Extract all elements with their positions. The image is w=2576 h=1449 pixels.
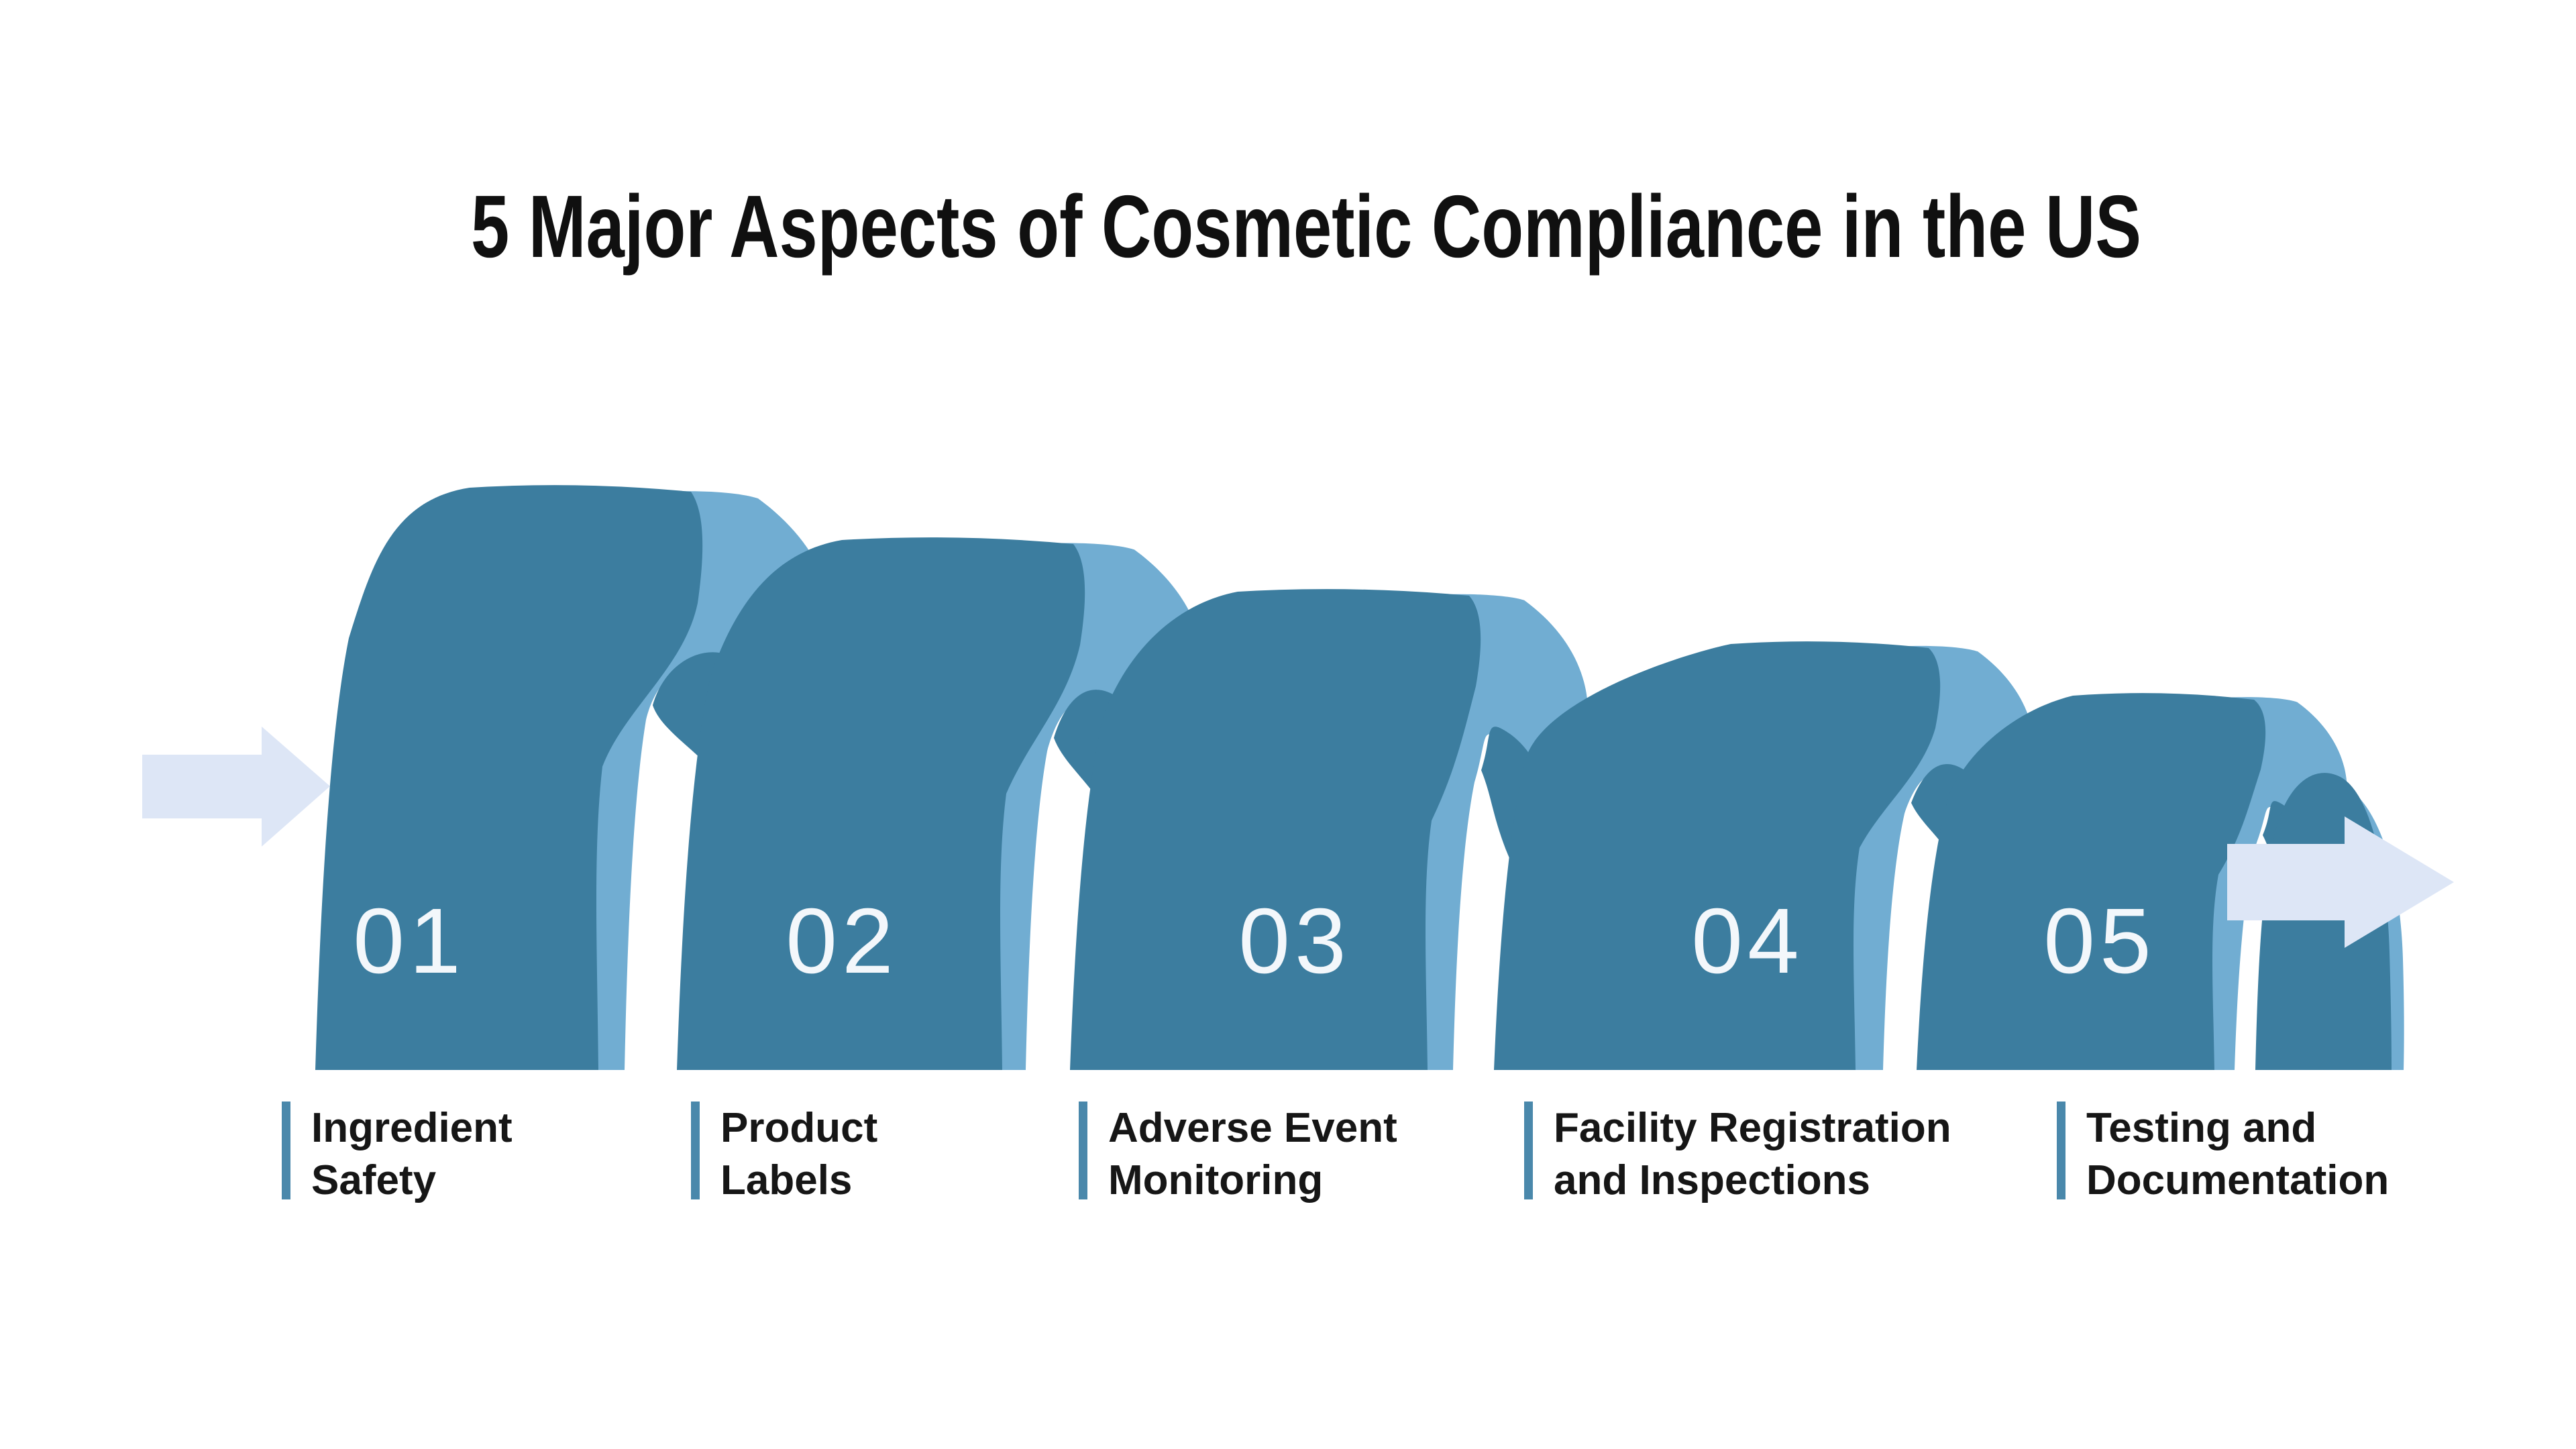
step-number-4: 04 [1691, 890, 1804, 993]
label-line-2: and Inspections [1554, 1157, 1870, 1203]
ribbon-coils [315, 485, 2404, 1070]
arrow-right-icon [142, 727, 330, 847]
label-line-1: Ingredient [311, 1105, 513, 1151]
label-accent-bar [1524, 1102, 1533, 1199]
label-accent-bar [282, 1102, 290, 1199]
step-label-3: Adverse Event Monitoring [1079, 1102, 1397, 1203]
ribbon-arch-face-4 [1494, 641, 1941, 1070]
label-line-2: Monitoring [1108, 1157, 1323, 1203]
step-number-3: 03 [1238, 890, 1351, 993]
ribbon-arch-face-5 [1917, 693, 2266, 1070]
label-accent-bar [1079, 1102, 1087, 1199]
label-line-2: Labels [720, 1157, 852, 1203]
step-label-1: Ingredient Safety [282, 1102, 513, 1203]
ribbon-arch-face-1 [315, 485, 703, 1070]
label-accent-bar [2057, 1102, 2065, 1199]
label-line-1: Product [720, 1105, 877, 1151]
label-accent-bar [691, 1102, 700, 1199]
label-line-2: Documentation [2086, 1157, 2389, 1203]
step-label-2: Product Labels [691, 1102, 877, 1203]
label-line-2: Safety [311, 1157, 437, 1203]
label-line-1: Adverse Event [1108, 1105, 1397, 1151]
arrow-right-icon [2227, 816, 2454, 948]
page-title: 5 Major Aspects of Cosmetic Compliance i… [471, 177, 2141, 276]
step-label-4: Facility Registration and Inspections [1524, 1102, 1951, 1203]
step-number-1: 01 [353, 890, 466, 993]
ribbon-arch-face-2 [677, 537, 1085, 1070]
step-number-5: 05 [2043, 890, 2156, 993]
label-line-1: Testing and [2086, 1105, 2316, 1151]
step-number-2: 02 [786, 890, 898, 993]
label-line-1: Facility Registration [1554, 1105, 1951, 1151]
step-label-5: Testing and Documentation [2057, 1102, 2389, 1203]
ribbon-arch-face-3 [1070, 589, 1481, 1070]
